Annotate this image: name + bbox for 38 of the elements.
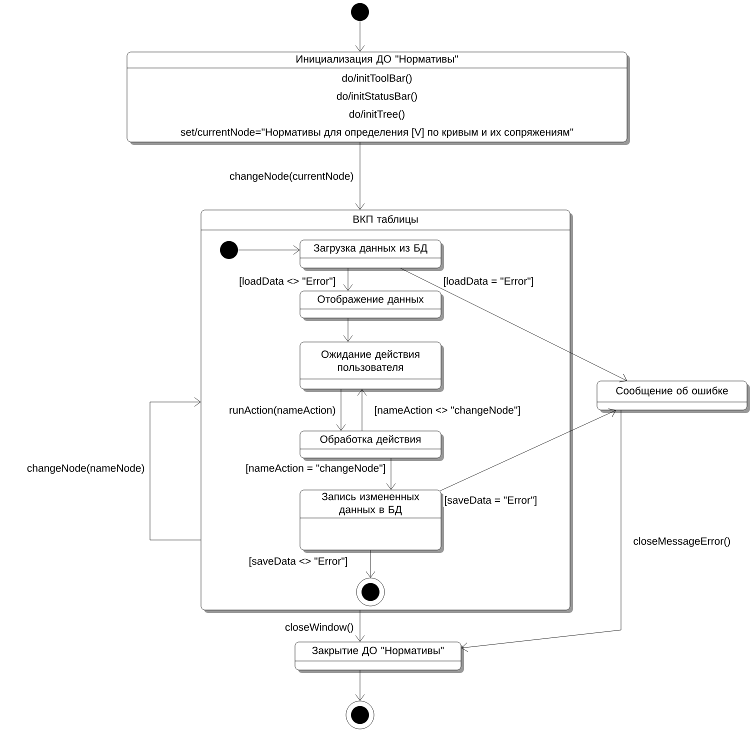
edge-label: [saveData <> "Error"] — [248, 556, 349, 568]
edge-label: [nameAction <> "changeNode"] — [373, 405, 522, 417]
arrow — [440, 408, 616, 491]
state-box: Отображение данных — [300, 290, 444, 321]
edge-label: changeNode(currentNode) — [228, 171, 355, 183]
arrow — [400, 268, 627, 382]
state-box: Ожидание действия пользователя — [300, 342, 444, 392]
edge-label: [saveData = "Error"] — [443, 495, 538, 507]
arrow — [336, 389, 346, 431]
arrow — [343, 318, 353, 342]
arrow — [357, 389, 367, 431]
arrow — [355, 142, 365, 210]
arrow — [343, 268, 353, 291]
arrow — [386, 458, 396, 490]
arrow — [355, 670, 365, 701]
state-box: Загрузка данных из БД — [300, 240, 444, 271]
edge-label: [loadData = "Error"] — [442, 276, 535, 288]
arrow — [461, 410, 622, 652]
state-box: Инициализация ДО "Нормативы" do/initToolBar() do/initStatusBar() do/initTree() set/currentNode="Нормативы для определения [V] по кривым и их сопряжениям" — [126, 52, 630, 145]
arrow — [150, 397, 201, 540]
arrow — [355, 610, 365, 642]
state-box: Сообщение об ошибке — [596, 380, 750, 413]
state-box: Запись измененных данных в БД — [300, 490, 444, 553]
arrow — [238, 245, 300, 255]
edge-label: runAction(nameAction) — [228, 405, 337, 417]
initial-state-dot — [220, 241, 238, 259]
edge-label: [loadData <> "Error"] — [238, 276, 337, 288]
edge-label: [nameAction = "changeNode"] — [244, 463, 387, 475]
final-state-symbol — [346, 700, 374, 730]
final-state-symbol — [356, 578, 385, 606]
arrow — [355, 21, 365, 52]
state-box: Обработка действия — [300, 430, 444, 461]
state-box: Закрытие ДО "Нормативы" — [294, 642, 464, 673]
edge-label: changeNode(nameNode) — [26, 463, 146, 475]
edge-label: closeWindow() — [284, 622, 355, 634]
arrow — [366, 550, 376, 578]
edge-label: closeMessageError() — [632, 536, 732, 548]
initial-state-dot — [351, 3, 369, 21]
